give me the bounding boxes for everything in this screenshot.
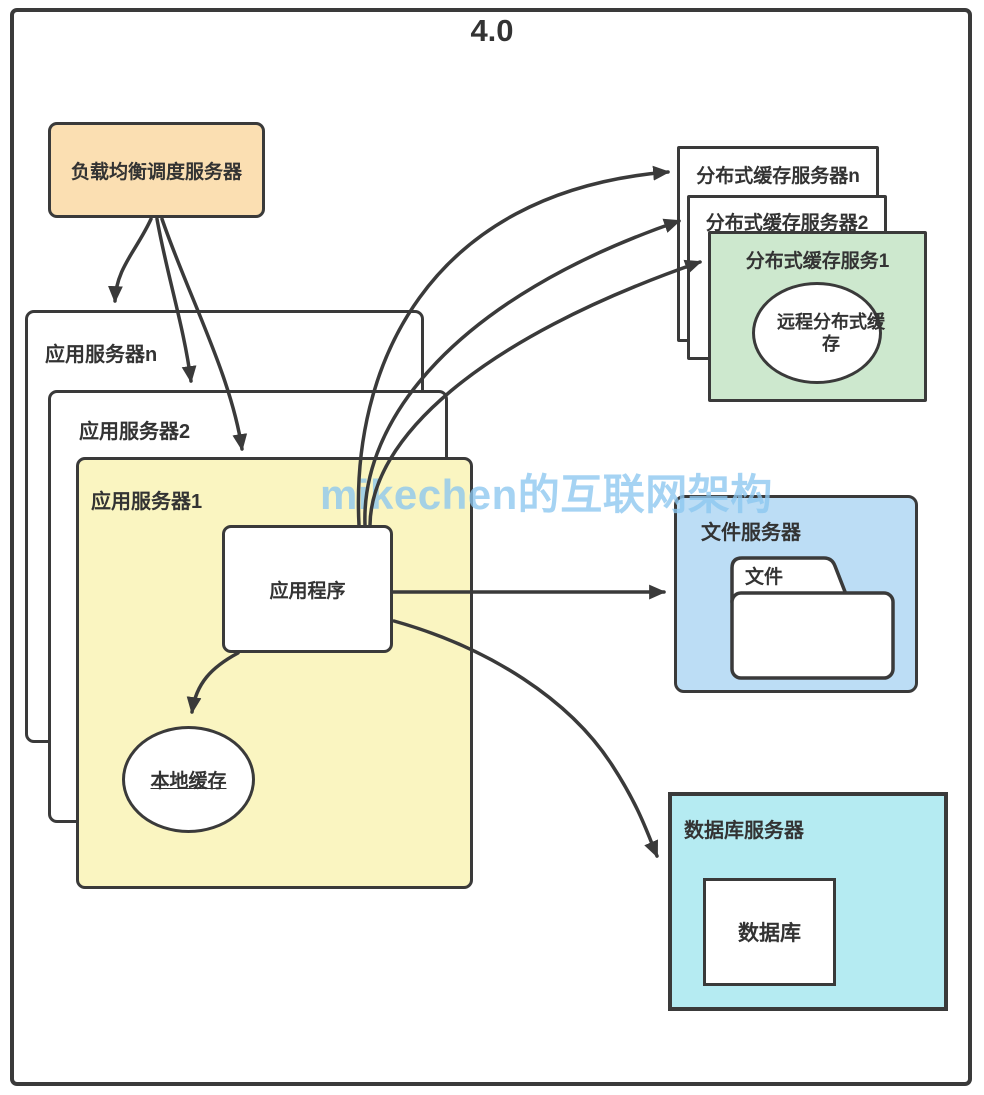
database-box: 数据库 — [703, 878, 836, 986]
app-server-2-label: 应用服务器2 — [79, 421, 191, 443]
dist-cache-1-label: 分布式缓存服务1 — [745, 251, 890, 272]
database-label: 数据库 — [738, 922, 801, 945]
remote-cache-ellipse: 远程分布式缓存 — [752, 282, 885, 384]
local-cache-label: 本地缓存 — [150, 771, 227, 792]
watermark-text: mikechen的互联网架构 — [320, 471, 773, 518]
folder-label: 文件 — [745, 567, 784, 588]
diagram-title: 4.0 — [470, 13, 514, 48]
app-server-n-label: 应用服务器n — [45, 344, 158, 366]
folder-icon — [730, 556, 895, 680]
application-box: 应用程序 — [222, 525, 393, 653]
app-server-1-label: 应用服务器1 — [91, 491, 203, 513]
db-server-label: 数据库服务器 — [684, 820, 804, 842]
remote-cache-label: 远程分布式缓存 — [777, 311, 885, 355]
dist-cache-2-label: 分布式缓存服务器2 — [705, 213, 869, 234]
application-label: 应用程序 — [269, 580, 346, 602]
file-server-label: 文件服务器 — [701, 522, 801, 544]
dist-cache-n-label: 分布式缓存服务器n — [696, 166, 860, 187]
load-balancer-box: 负载均衡调度服务器 — [48, 122, 265, 218]
load-balancer-label: 负载均衡调度服务器 — [70, 161, 242, 183]
local-cache-ellipse: 本地缓存 — [122, 726, 255, 833]
